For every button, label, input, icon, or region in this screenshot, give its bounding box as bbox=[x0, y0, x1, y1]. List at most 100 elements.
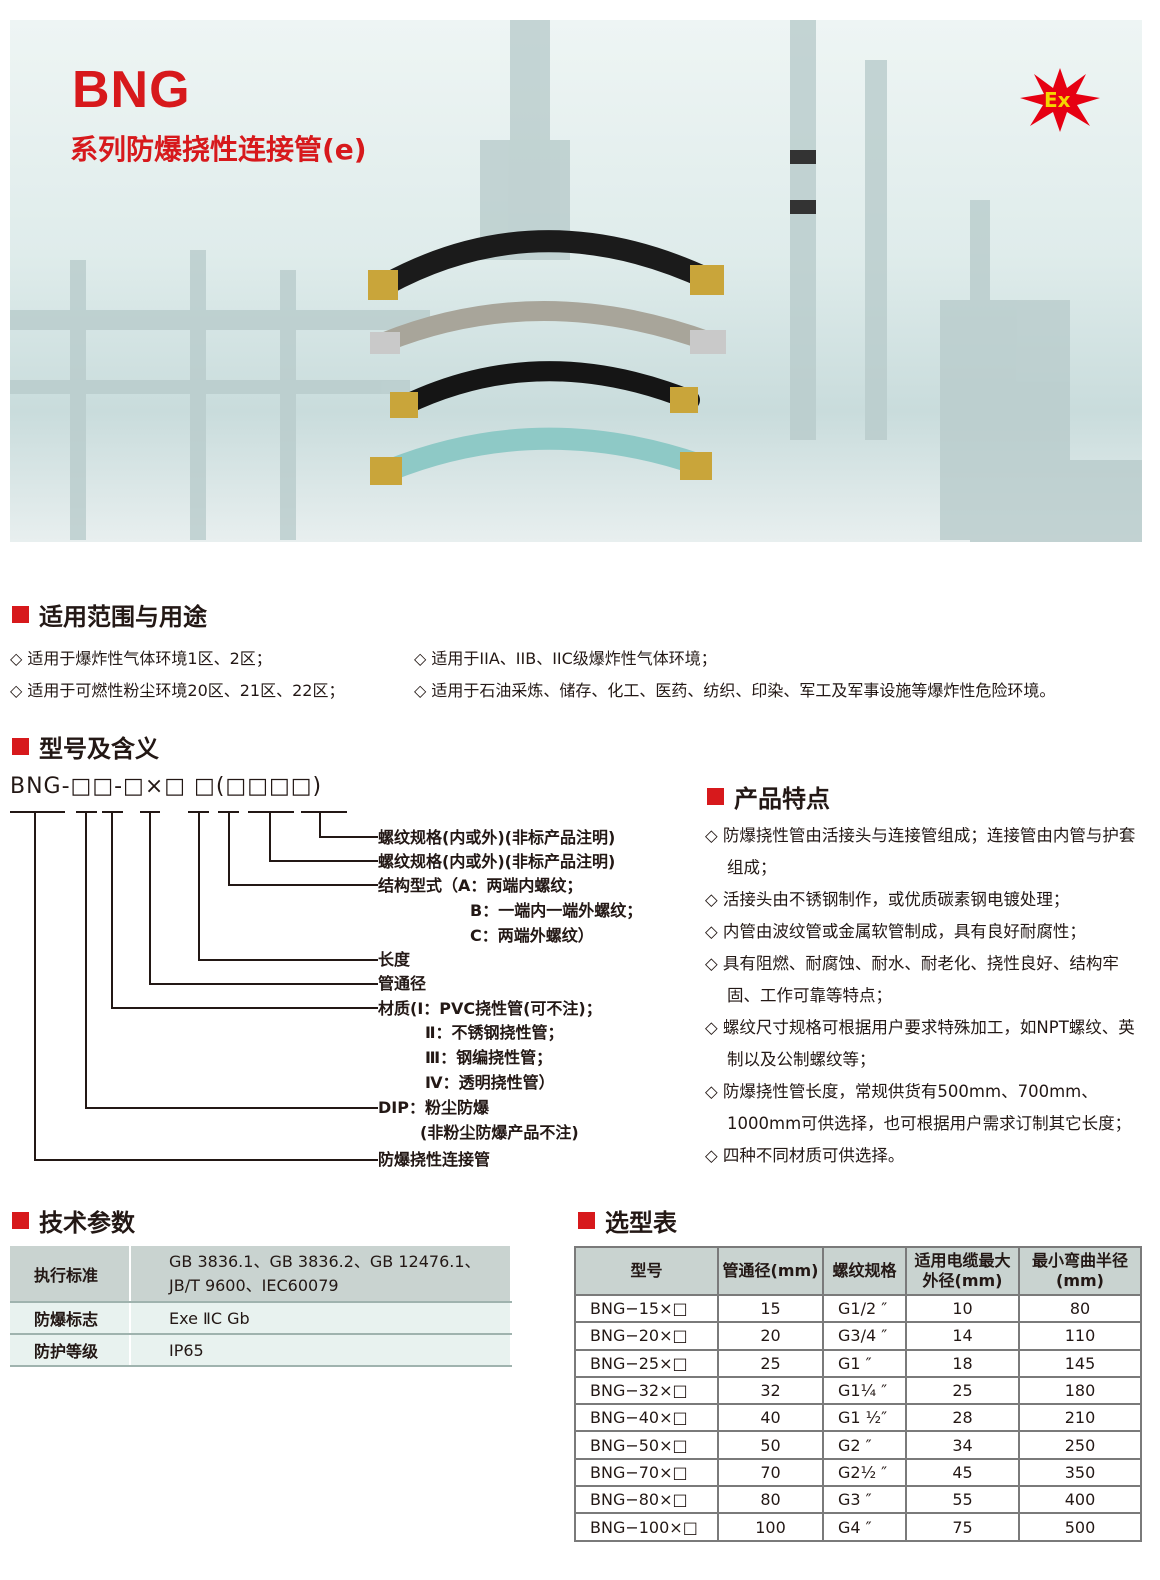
feature-item: ◇ 四种不同材质可供选择。 bbox=[705, 1146, 905, 1165]
feature-item: ◇ 螺纹尺寸规格可根据用户要求特殊加工，如NPT螺纹、英制以及公制螺纹等； bbox=[705, 1018, 1135, 1069]
red-square-icon bbox=[707, 788, 724, 805]
table-cell: 40 bbox=[717, 1403, 824, 1433]
label-structure-b: B：一端内一端外螺纹； bbox=[470, 901, 643, 920]
label-dip: DIP：粉尘防爆 bbox=[378, 1098, 489, 1117]
table-cell: 70 bbox=[717, 1457, 824, 1488]
label-structure-c: C：两端外螺纹） bbox=[470, 926, 594, 945]
table-cell: 500 bbox=[1018, 1512, 1142, 1542]
section-title: 技术参数 bbox=[39, 1209, 135, 1237]
scope-item: ◇ 适用于可燃性粉尘环境20区、21区、22区； bbox=[10, 681, 345, 700]
table-cell: 210 bbox=[1018, 1403, 1142, 1433]
ex-explosion-badge: Ex bbox=[1020, 68, 1100, 132]
label-structure: 结构型式（A：两端内螺纹； bbox=[378, 876, 583, 895]
param-value: GB 3836.1、GB 3836.2、GB 12476.1、 JB/T 9600… bbox=[130, 1246, 512, 1303]
table-cell: 110 bbox=[1018, 1321, 1142, 1351]
table-cell: BNG−50×□ bbox=[574, 1430, 719, 1460]
label-product: 防爆挠性连接管 bbox=[378, 1150, 491, 1169]
column-header: 适用电缆最大外径(mm) bbox=[905, 1246, 1020, 1296]
label-material-4: Ⅳ：透明挠性管） bbox=[425, 1073, 555, 1092]
red-square-icon bbox=[12, 738, 29, 755]
table-cell: 100 bbox=[717, 1512, 824, 1542]
section-title: 适用范围与用途 bbox=[39, 603, 207, 631]
label-material-3: Ⅲ：钢编挠性管； bbox=[425, 1048, 553, 1067]
table-cell: G2 ″ bbox=[822, 1430, 907, 1460]
section-heading-scope: 适用范围与用途 bbox=[12, 597, 207, 632]
section-heading-tech: 技术参数 bbox=[12, 1203, 135, 1238]
table-cell: 18 bbox=[905, 1348, 1020, 1378]
section-heading-features: 产品特点 bbox=[707, 779, 830, 814]
column-header: 螺纹规格 bbox=[822, 1246, 907, 1296]
label-bore: 管通径 bbox=[378, 974, 427, 993]
param-name: 防护等级 bbox=[10, 1334, 131, 1367]
label-thread-spec: 螺纹规格(内或外)(非标产品注明) bbox=[378, 852, 616, 871]
table-cell: BNG−32×□ bbox=[574, 1375, 719, 1406]
table-cell: 20 bbox=[717, 1321, 824, 1351]
table-cell: G4 ″ bbox=[822, 1512, 907, 1542]
table-cell: BNG−25×□ bbox=[574, 1348, 719, 1378]
table-cell: 28 bbox=[905, 1403, 1020, 1433]
table-cell: 10 bbox=[905, 1293, 1020, 1324]
table-cell: 145 bbox=[1018, 1348, 1142, 1378]
ex-mark: Ex bbox=[1044, 88, 1071, 112]
red-square-icon bbox=[12, 1212, 29, 1229]
table-cell: 14 bbox=[905, 1321, 1020, 1351]
feature-item: ◇ 防爆挠性管长度，常规供货有500mm、700mm、1000mm可供选择，也可… bbox=[705, 1082, 1132, 1133]
param-value-line: JB/T 9600、IEC60079 bbox=[169, 1275, 339, 1295]
model-diagram-lines bbox=[10, 811, 378, 1161]
hero-banner bbox=[10, 20, 1142, 542]
table-row: 执行标准 GB 3836.1、GB 3836.2、GB 12476.1、 JB/T … bbox=[10, 1246, 512, 1303]
section-title: 产品特点 bbox=[734, 785, 830, 813]
table-cell: 350 bbox=[1018, 1457, 1142, 1488]
table-cell: G1 ″ bbox=[822, 1348, 907, 1378]
table-cell: 50 bbox=[717, 1430, 824, 1460]
label-length: 长度 bbox=[378, 950, 411, 969]
label-material-2: Ⅱ：不锈钢挠性管； bbox=[425, 1023, 564, 1042]
column-header: 管通径(mm) bbox=[717, 1246, 824, 1296]
table-cell: 25 bbox=[717, 1348, 824, 1378]
table-cell: BNG−40×□ bbox=[574, 1403, 719, 1433]
features-list: ◇ 防爆挠性管由活接头与连接管组成；连接管由内管与护套组成； ◇ 活接头由不锈钢… bbox=[705, 820, 1145, 1172]
selection-table: 型号 管通径(mm) 螺纹规格 适用电缆最大外径(mm) 最小弯曲半径(mm) … bbox=[574, 1246, 1142, 1542]
table-cell: 180 bbox=[1018, 1375, 1142, 1406]
section-heading-model: 型号及含义 bbox=[12, 729, 159, 764]
table-cell: BNG−70×□ bbox=[574, 1457, 719, 1488]
table-cell: G3 ″ bbox=[822, 1485, 907, 1515]
scope-item: ◇ 适用于IIA、IIB、IIC级爆炸性气体环境； bbox=[414, 649, 717, 668]
table-cell: BNG−20×□ bbox=[574, 1321, 719, 1351]
label-material: 材质(Ⅰ：PVC挠性管(可不注)； bbox=[378, 999, 602, 1018]
table-cell: G3/4 ″ bbox=[822, 1321, 907, 1351]
red-square-icon bbox=[12, 606, 29, 623]
table-cell: 80 bbox=[1018, 1293, 1142, 1324]
table-cell: 75 bbox=[905, 1512, 1020, 1542]
table-cell: 32 bbox=[717, 1375, 824, 1406]
param-value-line: GB 3836.1、GB 3836.2、GB 12476.1、 bbox=[169, 1251, 481, 1271]
table-cell: 25 bbox=[905, 1375, 1020, 1406]
brand-title: BNG bbox=[72, 61, 191, 119]
table-cell: 400 bbox=[1018, 1485, 1142, 1515]
feature-item: ◇ 防爆挠性管由活接头与连接管组成；连接管由内管与护套组成； bbox=[705, 826, 1136, 877]
table-cell: BNG−100×□ bbox=[574, 1512, 719, 1542]
section-heading-selection: 选型表 bbox=[578, 1203, 677, 1238]
table-cell: 45 bbox=[905, 1457, 1020, 1488]
model-code: BNG-□□-□×□ □(□□□□) bbox=[10, 774, 323, 799]
feature-item: ◇ 活接头由不锈钢制作，或优质碳素钢电镀处理； bbox=[705, 890, 1070, 909]
param-name: 执行标准 bbox=[10, 1246, 131, 1303]
table-cell: 250 bbox=[1018, 1430, 1142, 1460]
table-cell: 80 bbox=[717, 1485, 824, 1515]
tech-params-table: 执行标准 GB 3836.1、GB 3836.2、GB 12476.1、 JB/T … bbox=[10, 1246, 512, 1367]
section-title: 选型表 bbox=[605, 1209, 677, 1237]
table-header-row: 型号 管通径(mm) 螺纹规格 适用电缆最大外径(mm) 最小弯曲半径(mm) bbox=[574, 1246, 1142, 1296]
feature-item: ◇ 内管由波纹管或金属软管制成，具有良好耐腐性； bbox=[705, 922, 1086, 941]
table-cell: G1¼ ″ bbox=[822, 1375, 907, 1406]
subtitle: 系列防爆挠性连接管(e) bbox=[70, 133, 367, 166]
column-header: 型号 bbox=[574, 1246, 719, 1296]
